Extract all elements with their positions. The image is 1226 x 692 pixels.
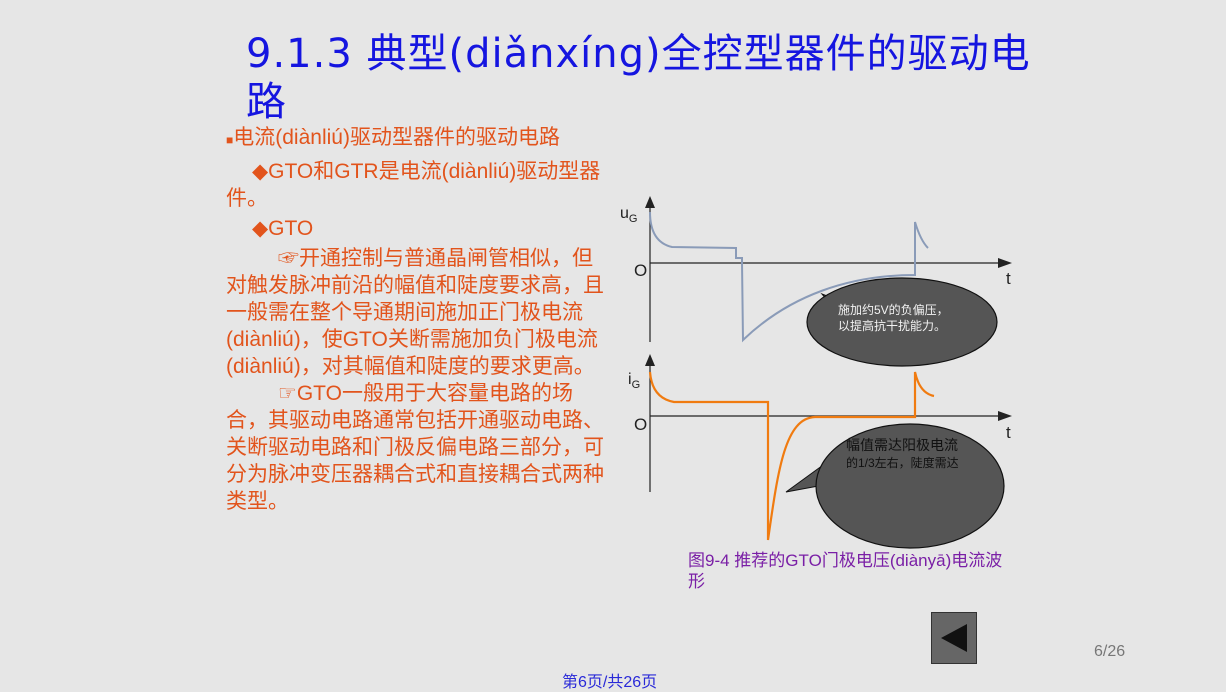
ug-origin-label: O	[634, 261, 647, 280]
ug-t-label: t	[1006, 269, 1011, 288]
page-number: 6/26	[1094, 643, 1126, 660]
paragraph-turn-on: ☞开通控制与普通晶闸管相似，但对触发脉冲前沿的幅值和陡度要求高，且一般需在整个导…	[226, 247, 604, 378]
bullet-sub-gto-gtr: ◆GTO和GTR是电流(diànliú)驱动型器件。	[226, 160, 601, 210]
triangle-left-icon	[941, 624, 967, 652]
callout-1-line-2: 以提高抗干扰能力。	[838, 318, 946, 333]
callout-1-line-1: 施加约5V的负偏压，	[838, 302, 949, 317]
bullet-sub-gto: ◆GTO	[252, 217, 314, 240]
ug-label: uG	[620, 205, 637, 225]
ig-y-arrow-icon	[645, 354, 655, 366]
previous-slide-button[interactable]	[931, 612, 977, 664]
paragraph-drive-circuit: ☞GTO一般用于大容量电路的场合，其驱动电路通常包括开通驱动电路、关断驱动电路和…	[226, 382, 604, 513]
body-text: ■电流(diànliú)驱动型器件的驱动电路 ◆GTO和GTR是电流(diànl…	[226, 124, 606, 515]
ug-y-arrow-icon	[645, 196, 655, 208]
callout-1-bubble	[806, 277, 998, 367]
bullet-main: ■电流(diànliú)驱动型器件的驱动电路	[226, 126, 560, 149]
figure-caption: 图9-4 推荐的GTO门极电压(diànyā)电流波形	[688, 551, 1003, 591]
ug-x-arrow-icon	[998, 258, 1012, 268]
ig-label: iG	[628, 371, 640, 391]
callout-2-bubble	[815, 423, 1005, 549]
ug-waveform	[649, 211, 929, 343]
ig-x-arrow-icon	[998, 411, 1012, 421]
footer-page-indicator: 第6页/共26页	[562, 674, 658, 691]
square-bullet-icon: ■	[226, 133, 234, 147]
waveform-diagram: uG O t 施加约5V的负偏压， 以提高抗干扰能力。 iG O t 幅值需达阳…	[620, 196, 1012, 549]
ig-t-label: t	[1006, 423, 1011, 442]
ig-origin-label: O	[634, 415, 647, 434]
callout-2-line-1: 幅值需达阳极电流	[846, 437, 958, 453]
slide-title: 9.1.3 典型(diǎnxíng)全控型器件的驱动电路	[246, 31, 1031, 125]
callout-2-line-2: 的1/3左右，陡度需达	[846, 455, 959, 470]
ig-waveform	[648, 371, 935, 541]
